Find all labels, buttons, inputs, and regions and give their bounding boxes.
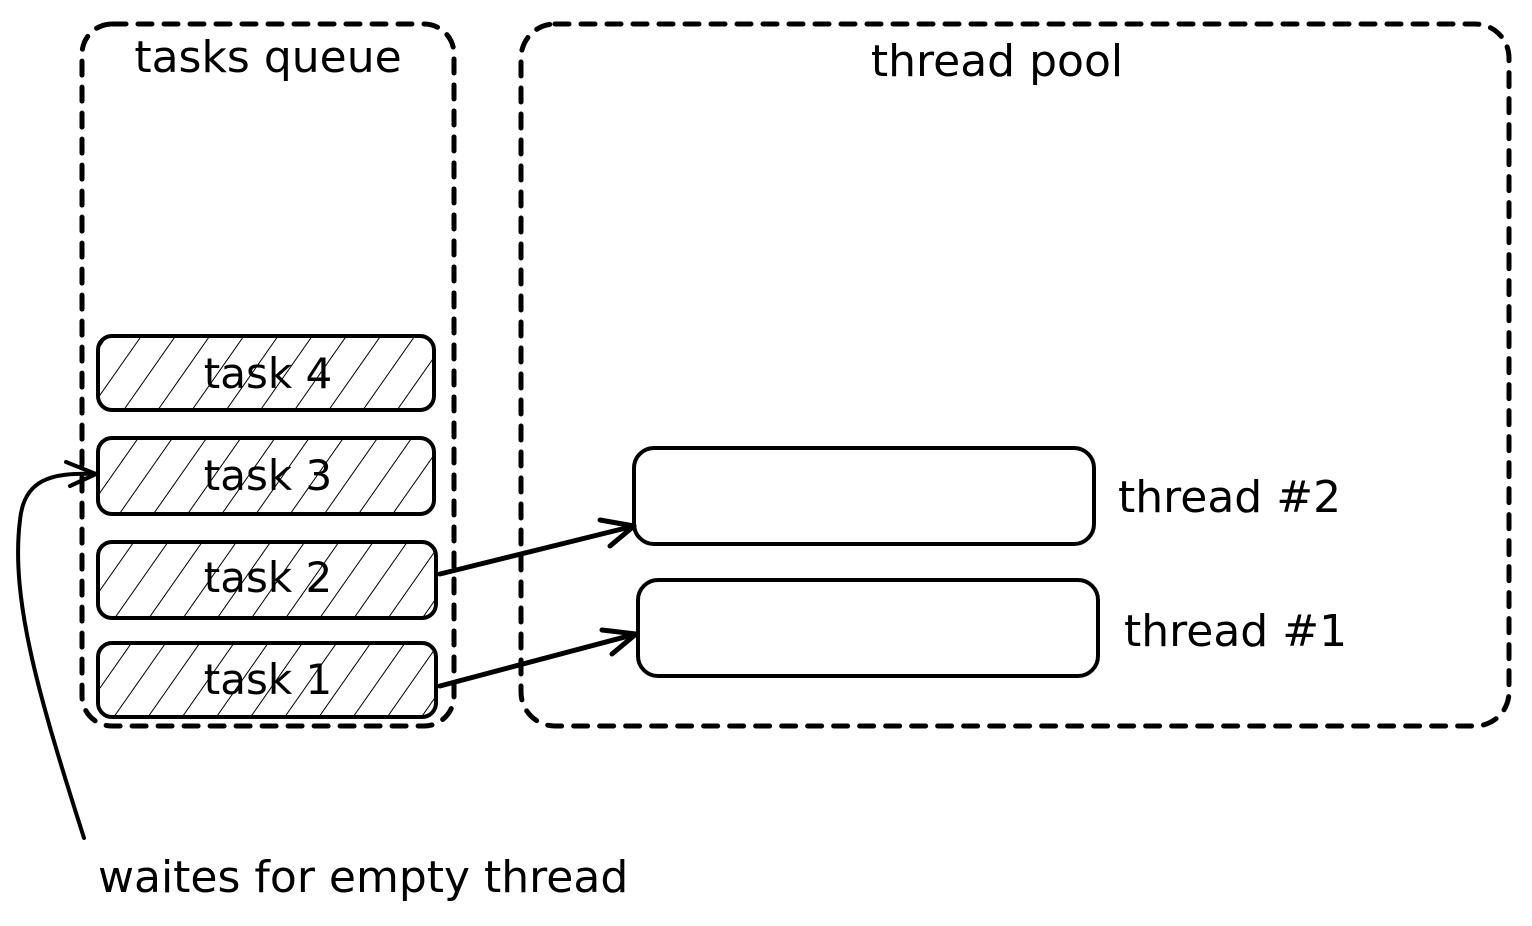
thread-item[interactable]: thread #2 (632, 446, 1341, 546)
task-label: task 2 (204, 553, 332, 602)
thread-box[interactable] (632, 446, 1096, 546)
arrow-curve (16, 471, 98, 840)
task-box[interactable] (96, 334, 436, 412)
tasks-queue-border (79, 21, 457, 729)
arrow-note-to-task3 (16, 460, 98, 840)
arrow-head-icon (599, 627, 639, 657)
task-label: task 1 (204, 655, 332, 704)
thread-pool-title: thread pool (871, 36, 1123, 87)
task-box[interactable] (96, 540, 438, 620)
task-label: task 3 (204, 451, 332, 500)
task-item[interactable]: task 4 (96, 334, 436, 412)
arrow-head-icon (597, 517, 637, 549)
task-label: task 4 (204, 349, 332, 398)
task-item[interactable]: task 3 (96, 436, 436, 516)
arrow-line (437, 523, 637, 577)
arrow-task2-to-thread2 (437, 517, 637, 577)
thread-pool-container: thread pool (518, 21, 1512, 729)
arrow-task1-to-thread1 (437, 627, 639, 689)
task-box[interactable] (96, 436, 436, 516)
task-item[interactable]: task 1 (96, 641, 438, 719)
thread-label: thread #1 (1124, 606, 1347, 657)
thread-box[interactable] (636, 578, 1100, 678)
tasks-queue-container: tasks queue (79, 21, 457, 729)
thread-label: thread #2 (1118, 472, 1341, 523)
task-box[interactable] (96, 641, 438, 719)
arrow-line (437, 631, 639, 689)
thread-item[interactable]: thread #1 (636, 578, 1347, 678)
thread-pool-border (518, 21, 1512, 729)
note-text: waites for empty thread (98, 852, 628, 903)
arrow-head-icon (64, 460, 98, 488)
tasks-queue-title: tasks queue (134, 32, 401, 83)
task-item[interactable]: task 2 (96, 540, 438, 620)
